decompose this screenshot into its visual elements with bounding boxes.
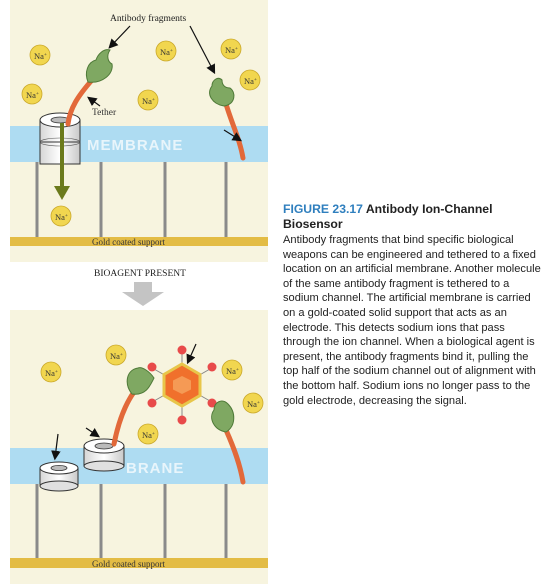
membrane-tether bbox=[223, 101, 246, 161]
channel-lower-half bbox=[39, 461, 79, 492]
antibody-fragments-label: Antibody fragments bbox=[110, 13, 187, 24]
svg-text:Na+: Na+ bbox=[142, 96, 155, 106]
top-gold-support bbox=[10, 237, 268, 246]
bottom-ion-1: Na+ bbox=[105, 344, 127, 366]
svg-text:Na+: Na+ bbox=[225, 45, 238, 55]
bottom-panel-background bbox=[10, 310, 268, 584]
top-membrane-label: MEMBRANE bbox=[87, 137, 183, 154]
channel-antibody bbox=[85, 49, 113, 83]
top-gold-support-label: Gold coated support bbox=[92, 237, 165, 247]
caption-body: Antibody fragments that bind specific bi… bbox=[283, 234, 541, 407]
bound-antibody-left bbox=[126, 367, 155, 395]
channel-upper-half bbox=[83, 438, 125, 472]
svg-text:Na+: Na+ bbox=[55, 212, 68, 222]
membrane-tether-bound bbox=[223, 427, 246, 485]
top-ion-2: Na+ bbox=[155, 40, 177, 62]
svg-text:Na+: Na+ bbox=[110, 351, 123, 361]
svg-text:Na+: Na+ bbox=[226, 366, 239, 376]
bottom-gold-support-label: Gold coated support bbox=[92, 559, 165, 569]
top-ion-passed: Na+ bbox=[50, 205, 72, 227]
bottom-ion-3: Na+ bbox=[221, 359, 243, 381]
figure-caption: FIGURE 23.17 Antibody Ion-Channel Biosen… bbox=[283, 202, 545, 408]
svg-text:Na+: Na+ bbox=[244, 76, 257, 86]
channel-tether bbox=[65, 77, 95, 127]
top-ion-5: Na+ bbox=[21, 83, 43, 105]
svg-text:Na+: Na+ bbox=[34, 51, 47, 61]
bound-antibody-right bbox=[211, 400, 235, 433]
bottom-support-posts bbox=[35, 482, 228, 558]
top-ion-3: Na+ bbox=[220, 38, 242, 60]
tether-label: Tether bbox=[92, 108, 117, 118]
bottom-ion-2: Na+ bbox=[40, 361, 62, 383]
svg-text:Na+: Na+ bbox=[247, 399, 260, 409]
bottom-gold-support bbox=[10, 558, 268, 568]
top-ion-4: Na+ bbox=[239, 69, 261, 91]
biological-agent bbox=[147, 345, 217, 425]
membrane-antibody bbox=[209, 77, 235, 107]
sodium-flow-arrow bbox=[54, 123, 70, 200]
svg-text:Na+: Na+ bbox=[142, 430, 155, 440]
figure-title: Antibody Ion-Channel Biosensor bbox=[283, 202, 493, 231]
top-support-posts bbox=[35, 160, 228, 238]
top-ion-1: Na+ bbox=[29, 44, 51, 66]
svg-text:Na+: Na+ bbox=[26, 90, 39, 100]
caption-title: FIGURE 23.17 Antibody Ion-Channel Biosen… bbox=[283, 202, 545, 232]
svg-text:Na+: Na+ bbox=[45, 368, 58, 378]
figure-number: FIGURE 23.17 bbox=[283, 202, 363, 216]
top-ion-6: Na+ bbox=[137, 89, 159, 111]
bottom-membrane-label: BRANE bbox=[126, 460, 184, 477]
svg-text:Na+: Na+ bbox=[160, 47, 173, 57]
bottom-ion-5: Na+ bbox=[137, 423, 159, 445]
biosensor-diagram: MEMBRANE Gold coated support Antibody fr… bbox=[10, 0, 268, 584]
channel-tether-bound bbox=[111, 389, 137, 447]
transition-arrow bbox=[122, 282, 164, 306]
bioagent-present-label: BIOAGENT PRESENT bbox=[94, 269, 186, 279]
bottom-ion-4: Na+ bbox=[242, 392, 264, 414]
